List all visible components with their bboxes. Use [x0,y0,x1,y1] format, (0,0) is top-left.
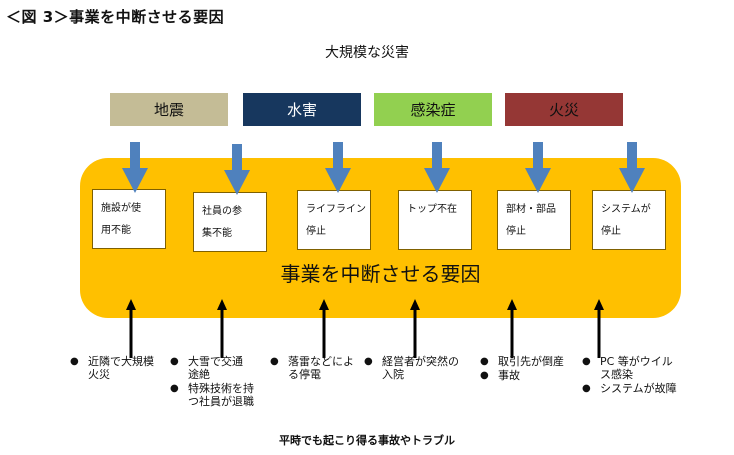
cause-text: 停止 [306,226,326,237]
disaster-heading: 大規模な災害 [325,45,409,61]
cause-text: システムが [601,204,651,215]
incident-list: ● 取引先が倒産 ● 事故 [480,355,564,383]
incident-text: 大雪で交通 [188,355,243,368]
incident-text: 落雷などによ [288,355,354,368]
hazard-flood: 水害 [243,93,361,126]
black-up-arrow [126,299,136,358]
bullet-icon: ● [480,370,489,381]
incident-text: 経営者が突然の [382,355,459,368]
cause-text: 用不能 [101,225,131,236]
black-up-arrow [507,299,517,358]
incident-text: 事故 [498,369,520,382]
incident-item: ● 落雷などによる停電 [270,355,354,381]
blue-down-arrow [619,142,645,193]
cause-text: 部材・部品 [506,204,556,215]
black-up-arrow [217,299,227,358]
center-label: 事業を中断させる要因 [280,262,481,286]
incident-list: ● PC 等がウイルス感染 ● システムが故障 [582,355,677,396]
incident-text: 入院 [382,368,404,381]
incident-list: ● 近隣で大規模火災 [70,355,154,382]
bottom-caption: 平時でも起こり得る事故やトラブル [279,434,455,447]
cause-box: 社員の参 集不能 [193,192,267,252]
figure-title: ＜図 3＞事業を中断させる要因 [6,8,225,26]
incident-text: 特殊技術を持 [188,382,254,395]
incident-item: ● 大雪で交通途絶 [170,355,254,381]
hazard-label: 感染症 [410,101,456,119]
incident-item: ● 特殊技術を持つ社員が退職 [170,382,254,408]
hazard-label: 水害 [286,101,317,119]
cause-box: ライフライン 停止 [297,190,371,250]
incident-list: ● 大雪で交通途絶 ● 特殊技術を持つ社員が退職 [170,355,254,409]
bullet-icon: ● [270,356,279,367]
hazard-label: 地震 [153,101,184,119]
incident-list: ● 経営者が突然の入院 [364,355,459,382]
blue-down-arrow [122,142,148,193]
incident-text: 途絶 [188,368,210,381]
bullet-icon: ● [582,383,591,394]
incident-item: ● 取引先が倒産 [480,355,564,368]
incident-item: ● 近隣で大規模火災 [70,355,154,381]
cause-box: 部材・部品 停止 [497,190,571,250]
incident-list: ● 落雷などによる停電 [270,355,354,382]
incident-item: ● 経営者が突然の入院 [364,355,459,381]
blue-down-arrow [525,142,551,193]
black-up-arrow [594,299,604,358]
incident-text: ス感染 [600,368,633,381]
cause-text: 停止 [506,226,526,237]
hazard-fire: 火災 [505,93,623,126]
bullet-icon: ● [170,356,179,367]
business-interruption-panel [80,158,681,318]
hazard-label: 火災 [548,101,579,119]
blue-down-arrow [325,142,351,193]
incident-text: PC 等がウイル [600,355,673,368]
cause-box: 施設が使 用不能 [92,189,166,249]
bullet-icon: ● [70,356,79,367]
cause-box: トップ不在 [398,190,472,250]
cause-text: 社員の参 [202,206,242,217]
cause-box: システムが 停止 [592,190,666,250]
hazard-earthquake: 地震 [110,93,228,126]
incident-text: つ社員が退職 [188,395,254,408]
incident-item: ● システムが故障 [582,382,677,395]
hazard-infection: 感染症 [374,93,492,126]
black-up-arrow [319,299,329,358]
bullet-icon: ● [170,383,179,394]
black-up-arrow [410,299,420,358]
incident-text: システムが故障 [600,382,677,395]
incident-text: 近隣で大規模 [88,355,154,368]
blue-down-arrow [224,144,250,195]
cause-text: ライフライン [306,204,366,215]
cause-text: 集不能 [202,228,232,239]
incident-text: る停電 [288,368,321,381]
bullet-icon: ● [582,356,591,367]
incident-text: 取引先が倒産 [498,355,564,368]
cause-text: 施設が使 [101,203,141,214]
incident-item: ● PC 等がウイルス感染 [582,355,677,381]
incident-text: 火災 [88,368,110,381]
blue-down-arrow [424,142,450,193]
incident-item: ● 事故 [480,369,564,382]
cause-text: 停止 [601,226,621,237]
bullet-icon: ● [480,356,489,367]
bullet-icon: ● [364,356,373,367]
cause-text: トップ不在 [407,204,457,215]
